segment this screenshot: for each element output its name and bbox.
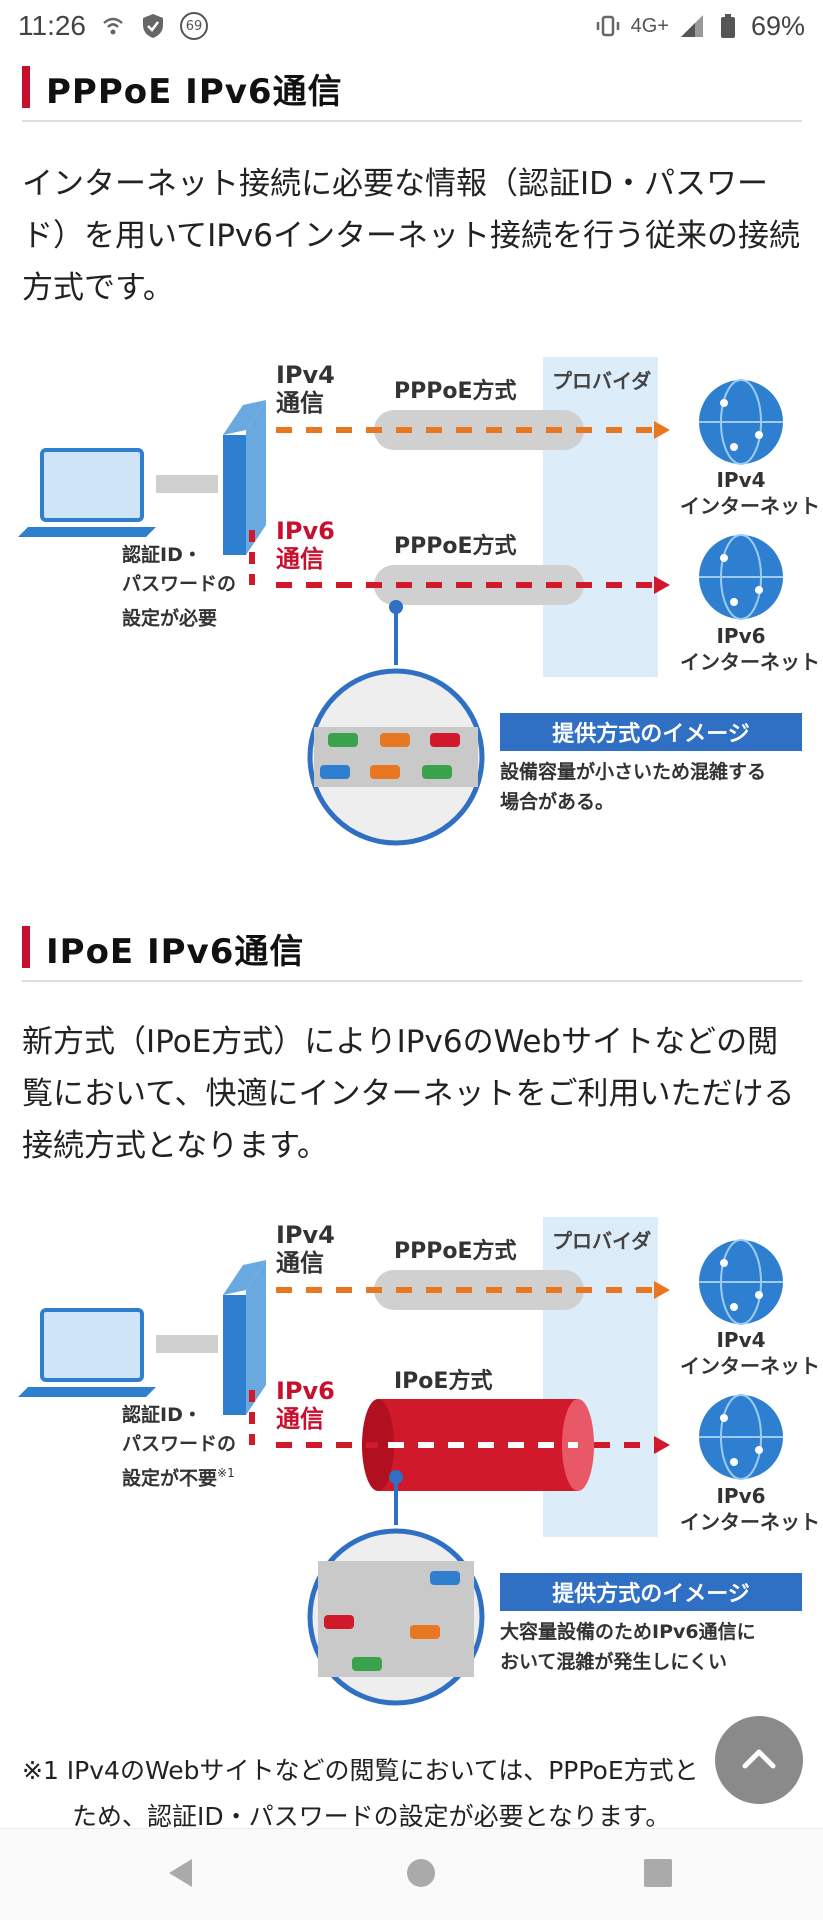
- bottom-method-label: IPoE方式: [394, 1369, 493, 1394]
- ipv6-arrow: [654, 576, 670, 594]
- nav-back-button[interactable]: [157, 1851, 205, 1899]
- battery-icon: [715, 13, 741, 39]
- notification-count-icon: 69: [180, 12, 208, 40]
- top-method-label: PPPoE方式: [394, 379, 517, 404]
- network-type: 4G+: [630, 14, 669, 37]
- ipv4-globe-icon: [699, 379, 783, 465]
- auth-note: 認証ID・ パスワードの 設定が必要: [122, 544, 237, 630]
- footnote: ※1 IPv4のWebサイトなどの閲覧においては、PPPoE方式と ため、認証I…: [22, 1748, 822, 1840]
- router-icon: [223, 400, 266, 555]
- section-description: 新方式（IPoE方式）によりIPv6のWebサイトなどの閲覧において、快適にイン…: [22, 1024, 795, 1164]
- congestion-zoom: [307, 668, 485, 846]
- battery-percent: 69%: [750, 10, 805, 41]
- section-title: PPPoE IPv6通信: [46, 72, 343, 112]
- section-heading-ipoe: IPoE IPv6通信: [22, 922, 802, 982]
- provider-label: プロバイダ: [552, 369, 652, 393]
- provider-column: [543, 357, 658, 677]
- chevron-up-icon: [741, 1746, 777, 1774]
- laptop-icon: [18, 1308, 156, 1397]
- auth-note: 認証ID・ パスワードの 設定が不要※1: [122, 1404, 237, 1490]
- pppoe-tube-ipv4: [374, 410, 584, 450]
- vibrate-icon: [595, 13, 621, 39]
- pppoe-diagram-graphic: [18, 357, 783, 846]
- system-nav-bar: [0, 1828, 823, 1920]
- smooth-traffic-zoom: [307, 1528, 485, 1706]
- cable: [156, 475, 218, 493]
- cable: [156, 1335, 218, 1353]
- image-banner: 提供方式のイメージ: [500, 1573, 802, 1611]
- status-bar: 11:26 69 4G+ 69%: [0, 0, 823, 52]
- bottom-method-label: PPPoE方式: [394, 534, 517, 559]
- ipoe-diagram-graphic: [18, 1217, 783, 1706]
- status-time: 11:26: [18, 10, 86, 41]
- section-description: インターネット接続に必要な情報（認証ID・パスワード）を用いてIPv6インターネ…: [22, 166, 800, 306]
- laptop-icon: [18, 448, 156, 537]
- footnote-line-1: ※1 IPv4のWebサイトなどの閲覧においては、PPPoE方式と: [22, 1756, 699, 1785]
- image-banner: 提供方式のイメージ: [500, 713, 802, 751]
- nav-recents-button[interactable]: [634, 1851, 682, 1899]
- footnote-line-2: ため、認証ID・パスワードの設定が必要となります。: [72, 1802, 671, 1831]
- scroll-to-top-button[interactable]: [715, 1716, 803, 1804]
- heading-accent-bar: [22, 926, 30, 968]
- pppoe-tube-ipv6: [374, 565, 584, 605]
- ipv6-globe-icon: [699, 534, 783, 620]
- section-heading-pppoe: PPPoE IPv6通信: [22, 62, 802, 122]
- home-circle-icon: [406, 1858, 436, 1892]
- pppoe-tube-ipv4: [374, 1270, 584, 1310]
- image-description: 設備容量が小さいため混雑する 場合がある。: [500, 761, 767, 813]
- top-method-label: PPPoE方式: [394, 1239, 517, 1264]
- back-triangle-icon: [166, 1857, 196, 1893]
- ipv4-arrow: [654, 1281, 670, 1299]
- provider-label: プロバイダ: [552, 1229, 652, 1253]
- ipv4-globe-icon: [699, 1239, 783, 1325]
- signal-icon: [679, 13, 705, 39]
- ipv4-arrow: [654, 421, 670, 439]
- recents-square-icon: [643, 1858, 673, 1892]
- wifi-calling-icon: [100, 13, 126, 39]
- image-description: 大容量設備のためIPv6通信に おいて混雑が発生しにくい: [500, 1621, 756, 1673]
- section-title: IPoE IPv6通信: [46, 932, 305, 972]
- heading-accent-bar: [22, 66, 30, 108]
- shield-icon: [140, 13, 166, 39]
- nav-home-button[interactable]: [397, 1851, 445, 1899]
- router-icon: [223, 1260, 266, 1415]
- ipv6-globe-icon: [699, 1394, 783, 1480]
- ipv6-arrow: [654, 1436, 670, 1454]
